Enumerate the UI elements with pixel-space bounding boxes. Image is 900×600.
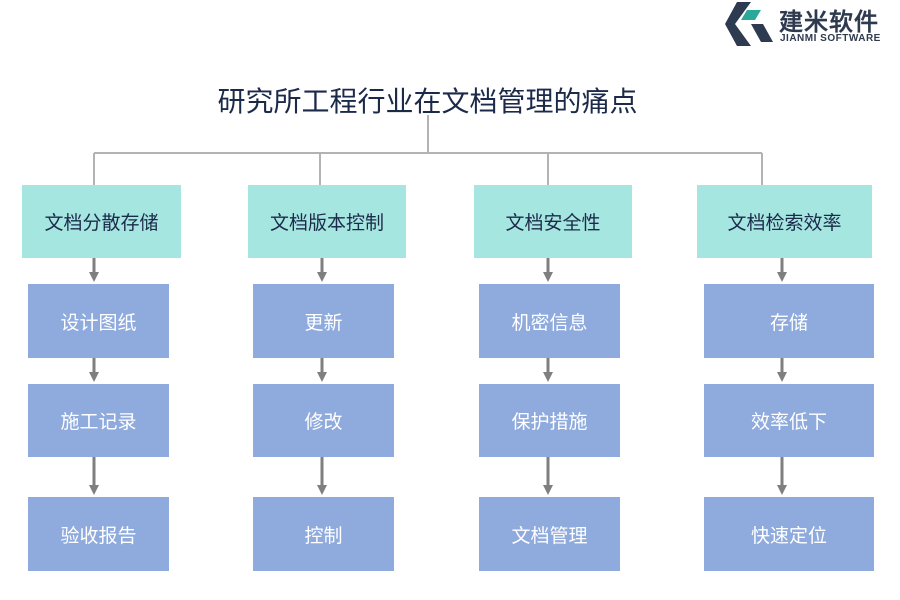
- item-box-1-3: 验收报告: [28, 497, 169, 571]
- item-box-4-3: 快速定位: [704, 497, 874, 571]
- category-box-3: 文档安全性: [474, 185, 632, 258]
- item-box-1-2: 施工记录: [28, 384, 169, 457]
- category-box-1: 文档分散存储: [22, 185, 181, 258]
- brand-logo: 建米软件 JIANMI SOFTWARE: [725, 2, 900, 46]
- jianmi-logo-icon: [725, 2, 773, 46]
- brand-name-en: JIANMI SOFTWARE: [780, 33, 881, 44]
- item-box-1-1: 设计图纸: [28, 284, 169, 358]
- category-box-4: 文档检索效率: [697, 185, 872, 258]
- item-box-3-2: 保护措施: [479, 384, 620, 457]
- category-box-2: 文档版本控制: [248, 185, 406, 258]
- item-box-3-1: 机密信息: [479, 284, 620, 358]
- diagram-title: 研究所工程行业在文档管理的痛点: [217, 85, 638, 118]
- item-box-3-3: 文档管理: [479, 497, 620, 571]
- item-box-2-1: 更新: [253, 284, 394, 358]
- brand-name-cn: 建米软件: [779, 8, 879, 36]
- item-box-2-3: 控制: [253, 497, 394, 571]
- item-box-2-2: 修改: [253, 384, 394, 457]
- item-box-4-1: 存储: [704, 284, 874, 358]
- item-box-4-2: 效率低下: [704, 384, 874, 457]
